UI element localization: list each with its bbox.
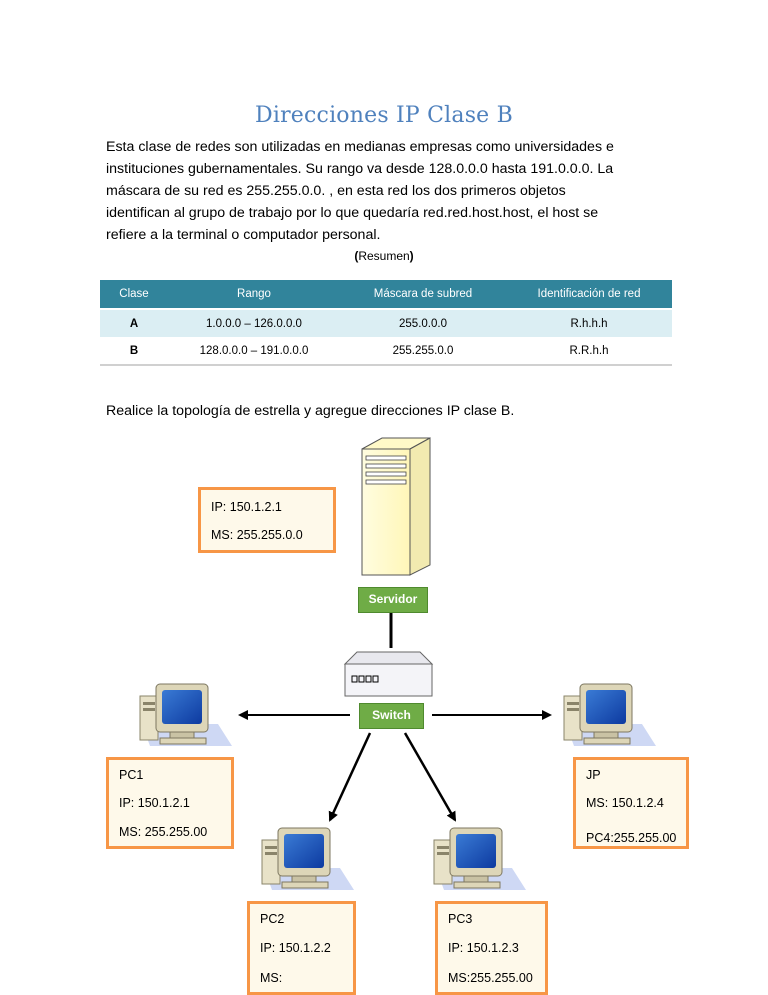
cell-clase: B	[100, 337, 168, 365]
pc2-box: PC2 IP: 150.1.2.2 MS:	[247, 901, 356, 995]
pc3-name: PC3	[448, 912, 473, 926]
paren-open: (	[354, 249, 359, 263]
desktop-computer-icon	[563, 683, 657, 747]
pc3-ip: IP: 150.1.2.3	[448, 941, 519, 955]
page-title: Direcciones IP Clase B	[255, 103, 513, 128]
instruction-text: Realice la topología de estrella y agreg…	[106, 403, 515, 419]
server-label: Servidor	[358, 587, 428, 613]
ip-class-table: Clase Rango Máscara de subred Identifica…	[100, 280, 672, 366]
pc1-name: PC1	[119, 768, 144, 782]
cell-identificacion: R.R.h.h	[506, 337, 672, 365]
intro-line: Esta clase de redes son utilizadas en me…	[106, 139, 614, 155]
desktop-computer-icon	[261, 827, 355, 891]
network-switch-icon	[343, 651, 434, 697]
cell-mascara: 255.0.0.0	[340, 309, 506, 337]
intro-paragraph: Esta clase de redes son utilizadas en me…	[106, 136, 666, 246]
cell-mascara: 255.255.0.0	[340, 337, 506, 365]
jp-box: JP MS: 150.1.2.4 PC4:255.255.00	[573, 757, 689, 849]
table-row: A 1.0.0.0 – 126.0.0.0 255.0.0.0 R.h.h.h	[100, 309, 672, 337]
pc3-box: PC3 IP: 150.1.2.3 MS:255.255.00	[435, 901, 548, 995]
paren-close: )	[409, 249, 414, 263]
header-mascara: Máscara de subred	[340, 280, 506, 310]
summary-text: Resumen	[358, 249, 410, 263]
pc2-name: PC2	[260, 912, 285, 926]
header-rango: Rango	[168, 280, 340, 310]
arrow-to-pc3	[403, 732, 457, 822]
arrow-to-pc2	[328, 732, 372, 822]
pc1-box: PC1 IP: 150.1.2.1 MS: 255.255.00	[106, 757, 234, 849]
intro-line: máscara de su red es 255.255.0.0. , en e…	[106, 183, 566, 199]
intro-line: instituciones gubernamentales. Su rango …	[106, 161, 614, 177]
pc1-ip: IP: 150.1.2.1	[119, 796, 190, 810]
cell-rango: 1.0.0.0 – 126.0.0.0	[168, 309, 340, 337]
desktop-computer-icon	[139, 683, 233, 747]
table-header-row: Clase Rango Máscara de subred Identifica…	[100, 280, 672, 310]
intro-line: identifican al grupo de trabajo por lo q…	[106, 205, 599, 221]
server-ip-box: IP: 150.1.2.1 MS: 255.255.0.0	[198, 487, 336, 553]
table-row: B 128.0.0.0 – 191.0.0.0 255.255.0.0 R.R.…	[100, 337, 672, 365]
pc2-ip: IP: 150.1.2.2	[260, 941, 331, 955]
header-identificacion: Identificación de red	[506, 280, 672, 310]
jp-pc4: PC4:255.255.00	[586, 831, 677, 845]
server-mask: MS: 255.255.0.0	[211, 528, 303, 542]
pc3-mask: MS:255.255.00	[448, 971, 533, 985]
desktop-computer-icon	[433, 827, 527, 891]
intro-line: refiere a la terminal o computador perso…	[106, 227, 381, 243]
server-tower-icon	[361, 437, 431, 576]
jp-mask: MS: 150.1.2.4	[586, 796, 664, 810]
jp-name: JP	[586, 768, 601, 782]
pc2-mask: MS:	[260, 971, 283, 985]
header-clase: Clase	[100, 280, 168, 310]
summary-caption: (Resumen)	[0, 249, 768, 263]
pc1-mask: MS: 255.255.00	[119, 825, 208, 839]
cell-clase: A	[100, 309, 168, 337]
switch-label: Switch	[359, 703, 424, 729]
cell-rango: 128.0.0.0 – 191.0.0.0	[168, 337, 340, 365]
server-ip: IP: 150.1.2.1	[211, 500, 282, 514]
cell-identificacion: R.h.h.h	[506, 309, 672, 337]
